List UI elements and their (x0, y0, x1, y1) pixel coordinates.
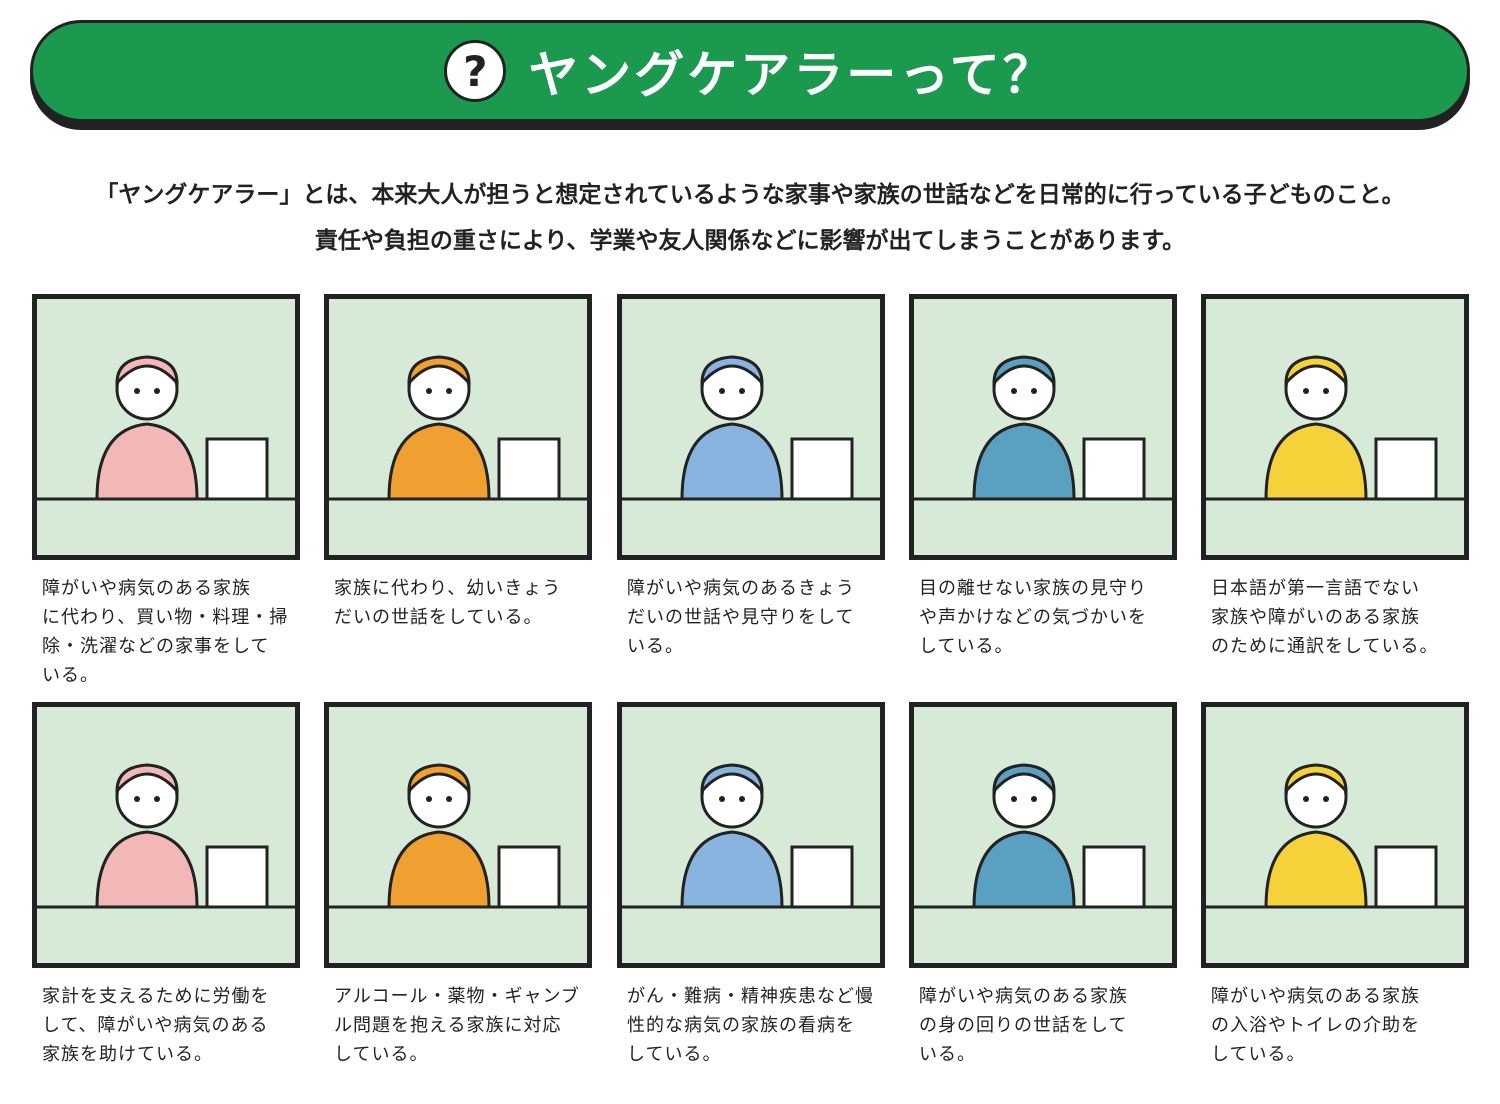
caption-line: 性的な病気の家族の看病を (627, 1015, 855, 1036)
illustration-wheelchair (617, 294, 885, 560)
caption-line: している。 (334, 1044, 429, 1065)
card-caption: 障がいや病気のある家族の入浴やトイレの介助をしている。 (1201, 982, 1469, 1069)
caption-line: 家族や障がいのある家族 (1211, 607, 1420, 628)
caption-line: 家計を支えるために労働を (42, 986, 270, 1007)
caption-line: だいの世話や見守りをして (627, 607, 855, 628)
card-caption: 家族に代わり、幼いきょうだいの世話をしている。 (324, 574, 592, 632)
caption-line: 障がいや病気のある家族 (42, 578, 251, 599)
caption-line: 障がいや病気のあるきょう (627, 578, 855, 599)
caption-line: して、障がいや病気のある (42, 1015, 269, 1036)
caption-line: 除・洗濯などの家事をして (42, 636, 270, 657)
caption-line: がん・難病・精神疾患など慢 (627, 986, 874, 1007)
caption-line: の身の回りの世話をして (919, 1015, 1128, 1036)
caption-line: に代わり、買い物・料理・掃 (42, 607, 289, 628)
caption-line: いる。 (627, 636, 684, 657)
illustration-feeding (909, 702, 1177, 968)
illustration-baby-care (324, 294, 592, 560)
illustration-interpreting (1201, 294, 1469, 560)
card-caption: がん・難病・精神疾患など慢性的な病気の家族の看病をしている。 (617, 982, 885, 1069)
caption-line: 障がいや病気のある家族 (1211, 986, 1420, 1007)
card-caption: 家計を支えるために労働をして、障がいや病気のある家族を助けている。 (32, 982, 300, 1069)
intro-line: 責任や負担の重さにより、学業や友人関係などに影響が出てしまうことがあります。 (314, 228, 1186, 254)
card-caption: 障がいや病気のある家族の身の回りの世話をしている。 (909, 982, 1177, 1069)
interpreting-icon (1206, 355, 1464, 501)
caption-line: している。 (919, 636, 1014, 657)
card-caption: 目の離せない家族の見守りや声かけなどの気づかいをしている。 (909, 574, 1177, 661)
illustration-alcohol (324, 702, 592, 968)
illustration-nursing (617, 702, 885, 968)
caption-line: や声かけなどの気づかいを (919, 607, 1147, 628)
illustration-working (32, 702, 300, 968)
wheelchair-icon (622, 355, 880, 501)
question-icon: ? (444, 40, 507, 102)
card-caption: 障がいや病気のあるきょうだいの世話や見守りをしている。 (617, 574, 885, 661)
card-caption: アルコール・薬物・ギャンブル問題を抱える家族に対応している。 (324, 982, 592, 1069)
cooking-icon (37, 355, 295, 501)
caption-line: 目の離せない家族の見守り (919, 578, 1147, 599)
toilet-assist-icon (1206, 763, 1464, 909)
caption-line: のために通訳をしている。 (1211, 636, 1439, 657)
working-icon (37, 763, 295, 909)
illustration-watching-elder (909, 294, 1177, 560)
caption-line: ル問題を抱える家族に対応 (334, 1015, 562, 1036)
caption-line: 家族に代わり、幼いきょう (334, 578, 562, 599)
caption-line: だいの世話をしている。 (334, 607, 543, 628)
intro-line: 「ヤングケアラー」とは、本来大人が担うと想定されているような家事や家族の世話など… (95, 182, 1405, 208)
caption-line: している。 (1211, 1044, 1306, 1065)
illustration-toilet-assist (1201, 702, 1469, 968)
caption-line: 家族を助けている。 (42, 1044, 213, 1065)
caption-line: している。 (627, 1044, 722, 1065)
caption-line: いる。 (42, 665, 99, 686)
caption-line: 日本語が第一言語でない (1211, 578, 1420, 599)
card-caption: 障がいや病気のある家族に代わり、買い物・料理・掃除・洗濯などの家事をしている。 (32, 574, 300, 690)
watching-elder-icon (914, 355, 1172, 501)
illustration-cooking (32, 294, 300, 560)
card-caption: 日本語が第一言語でない家族や障がいのある家族のために通訳をしている。 (1201, 574, 1469, 661)
page-title: ヤングケアラーって？ (528, 46, 1056, 104)
feeding-icon (914, 763, 1172, 909)
alcohol-icon (329, 763, 587, 909)
baby-care-icon (329, 355, 587, 501)
caption-line: いる。 (919, 1044, 976, 1065)
caption-line: 障がいや病気のある家族 (919, 986, 1128, 1007)
title-banner: ? ヤングケアラーって？ (30, 20, 1470, 122)
intro-text: 「ヤングケアラー」とは、本来大人が担うと想定されているような家事や家族の世話など… (0, 172, 1500, 264)
caption-line: アルコール・薬物・ギャンブ (334, 986, 580, 1007)
caption-line: の入浴やトイレの介助を (1211, 1015, 1420, 1036)
nursing-icon (622, 763, 880, 909)
